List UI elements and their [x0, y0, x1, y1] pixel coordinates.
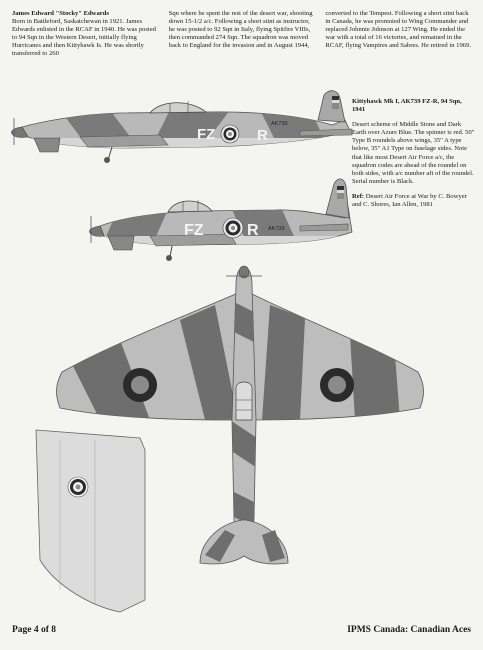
ref-label: Ref:: [352, 192, 365, 200]
reference: Ref: Desert Air Force at War by C. Bowye…: [352, 193, 476, 209]
pilot-name: James Edward "Stocky" Edwards: [12, 10, 109, 17]
top-profile-codes: FZ: [197, 126, 215, 143]
side-profile-bottom: FZ R AK739: [89, 178, 353, 261]
page-footer: Page 4 of 8 IPMS Canada: Canadian Aces: [12, 625, 471, 635]
plan-view-lower-wing: [35, 429, 146, 613]
biography-col2: Sqn where he spent the rest of the deser…: [168, 10, 313, 50]
biography-col3: converted to the Tempest. Following a sh…: [325, 10, 471, 50]
top-profile-letter: R: [257, 127, 268, 144]
plan-view-upper: [56, 265, 424, 565]
side-profile-top: FZ R AK739: [11, 90, 353, 163]
page-number: Page 4 of 8: [12, 625, 57, 635]
ref-text: Desert Air Force at War by C. Bowyer and…: [352, 192, 467, 209]
bottom-profile-codes: FZ: [184, 222, 204, 239]
bottom-profile-letter: R: [247, 222, 259, 239]
publication-name: IPMS Canada: Canadian Aces: [347, 625, 471, 635]
bottom-profile-serial: AK739: [268, 226, 285, 232]
top-profile-serial: AK739: [271, 121, 288, 127]
biography-col1: Born in Battleford, Saskatchewan in 1921…: [12, 18, 156, 58]
aircraft-title: Kittyhawk Mk I, AK739 FZ-R, 94 Sqn, 1941: [352, 98, 462, 114]
paint-scheme-description: Desert scheme of Middle Stone and Dark E…: [352, 121, 475, 185]
biography-text: James Edward "Stocky" Edwards Born in Ba…: [12, 10, 472, 90]
aircraft-details: Kittyhawk Mk I, AK739 FZ-R, 94 Sqn, 1941…: [352, 98, 476, 209]
